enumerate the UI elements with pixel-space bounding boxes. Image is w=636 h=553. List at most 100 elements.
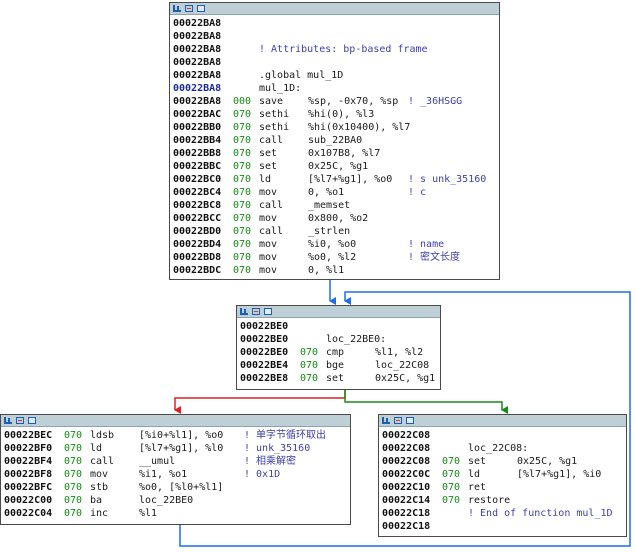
mnemonic[interactable]: mov: [90, 469, 109, 480]
stack-offset[interactable]: 070: [233, 135, 252, 146]
operands[interactable]: 0, %o1: [308, 187, 345, 198]
address-label[interactable]: 00022C18: [382, 521, 431, 532]
operands[interactable]: %l1: [139, 508, 158, 519]
mnemonic[interactable]: call: [259, 200, 284, 211]
stack-offset[interactable]: 070: [300, 360, 319, 371]
address-label[interactable]: 00022BE0: [240, 321, 289, 332]
stack-offset[interactable]: 070: [64, 430, 83, 441]
address-label[interactable]: 00022C04: [4, 508, 53, 519]
operands[interactable]: %o0, [%l0+%l1]: [139, 482, 224, 493]
address-label[interactable]: 00022BC8: [173, 200, 222, 211]
operands[interactable]: 0x25C, %g1: [375, 373, 436, 384]
operands[interactable]: 0x25C, %g1: [517, 456, 578, 467]
operands[interactable]: %l1, %l2: [375, 347, 424, 358]
address-label[interactable]: 00022BB4: [173, 135, 222, 146]
code-line[interactable]: 00022C08: [382, 429, 626, 442]
stack-offset[interactable]: 070: [233, 174, 252, 185]
stack-offset[interactable]: 070: [233, 265, 252, 276]
mnemonic[interactable]: restore: [468, 495, 511, 506]
chart-icon[interactable]: [394, 417, 402, 424]
operands[interactable]: 0x107B8, %l7: [308, 148, 381, 159]
address-label[interactable]: 00022BD8: [173, 252, 222, 263]
stack-offset[interactable]: 070: [300, 347, 319, 358]
chart-icon[interactable]: [252, 308, 260, 315]
code-line[interactable]: 00022BA8: [173, 56, 499, 69]
code-line[interactable]: 00022C04 070 inc %l1: [4, 507, 350, 520]
code-label[interactable]: mul_1D:: [259, 83, 302, 94]
mnemonic[interactable]: set: [468, 456, 487, 467]
stack-offset[interactable]: 070: [442, 456, 461, 467]
mnemonic[interactable]: set: [259, 148, 278, 159]
operands[interactable]: %o0, %l2: [308, 252, 357, 263]
code-label[interactable]: .global mul_1D: [259, 70, 344, 81]
operands[interactable]: %sp, -0x70, %sp: [308, 96, 399, 107]
mnemonic[interactable]: ld: [259, 174, 272, 185]
address-label[interactable]: 00022BF4: [4, 456, 53, 467]
address-label[interactable]: 00022BF8: [4, 469, 53, 480]
address-label[interactable]: 00022BE8: [240, 373, 289, 384]
stack-offset[interactable]: 070: [64, 508, 83, 519]
address-label[interactable]: 00022BFC: [4, 482, 53, 493]
address-label[interactable]: 00022BA8: [173, 31, 222, 42]
address-label[interactable]: 00022BA8: [173, 44, 222, 55]
operands[interactable]: [%i0+%l1], %o0: [139, 430, 224, 441]
operands[interactable]: 0x25C, %g1: [308, 161, 369, 172]
code-line[interactable]: 00022C08 loc_22C08:: [382, 442, 626, 455]
mnemonic[interactable]: inc: [90, 508, 109, 519]
operands[interactable]: _strlen: [308, 226, 351, 237]
address-label[interactable]: 00022BE0: [240, 334, 289, 345]
mnemonic[interactable]: call: [259, 135, 284, 146]
address-label[interactable]: 00022BE4: [240, 360, 289, 371]
mnemonic[interactable]: mov: [259, 265, 278, 276]
code-line[interactable]: 00022BA8: [173, 30, 499, 43]
address-label[interactable]: 00022BAC: [173, 109, 222, 120]
operands[interactable]: sub_22BA0: [308, 135, 363, 146]
mnemonic[interactable]: set: [259, 161, 278, 172]
address-label[interactable]: 00022BA8: [173, 96, 222, 107]
stack-offset[interactable]: 070: [233, 109, 252, 120]
address-label[interactable]: 00022C08: [382, 443, 431, 454]
stack-offset[interactable]: 070: [64, 443, 83, 454]
address-label[interactable]: 00022BC0: [173, 174, 222, 185]
stack-offset[interactable]: 070: [233, 200, 252, 211]
mnemonic[interactable]: cmp: [326, 347, 345, 358]
stack-offset[interactable]: 070: [64, 469, 83, 480]
chart-icon[interactable]: [16, 417, 24, 424]
mnemonic[interactable]: ld: [468, 469, 481, 480]
stack-offset[interactable]: 070: [233, 252, 252, 263]
stack-offset[interactable]: 070: [300, 373, 319, 384]
address-label[interactable]: 00022BEC: [4, 430, 53, 441]
operands[interactable]: %hi(0x10400), %l7: [308, 122, 411, 133]
operands[interactable]: [%l7+%g1], %i0: [517, 469, 602, 480]
operands[interactable]: %hi(0), %l3: [308, 109, 375, 120]
operands[interactable]: %i0, %o0: [308, 239, 357, 250]
code-label[interactable]: loc_22C08:: [468, 443, 529, 454]
box-icon[interactable]: [264, 308, 272, 315]
graph-bars-icon[interactable]: [382, 417, 390, 424]
code-line[interactable]: 00022BA8: [173, 17, 499, 30]
mnemonic[interactable]: mov: [259, 252, 278, 263]
code-line[interactable]: 00022BA8.global mul_1D: [173, 69, 499, 82]
chart-icon[interactable]: [185, 5, 193, 12]
address-label[interactable]: 00022C08: [382, 430, 431, 441]
